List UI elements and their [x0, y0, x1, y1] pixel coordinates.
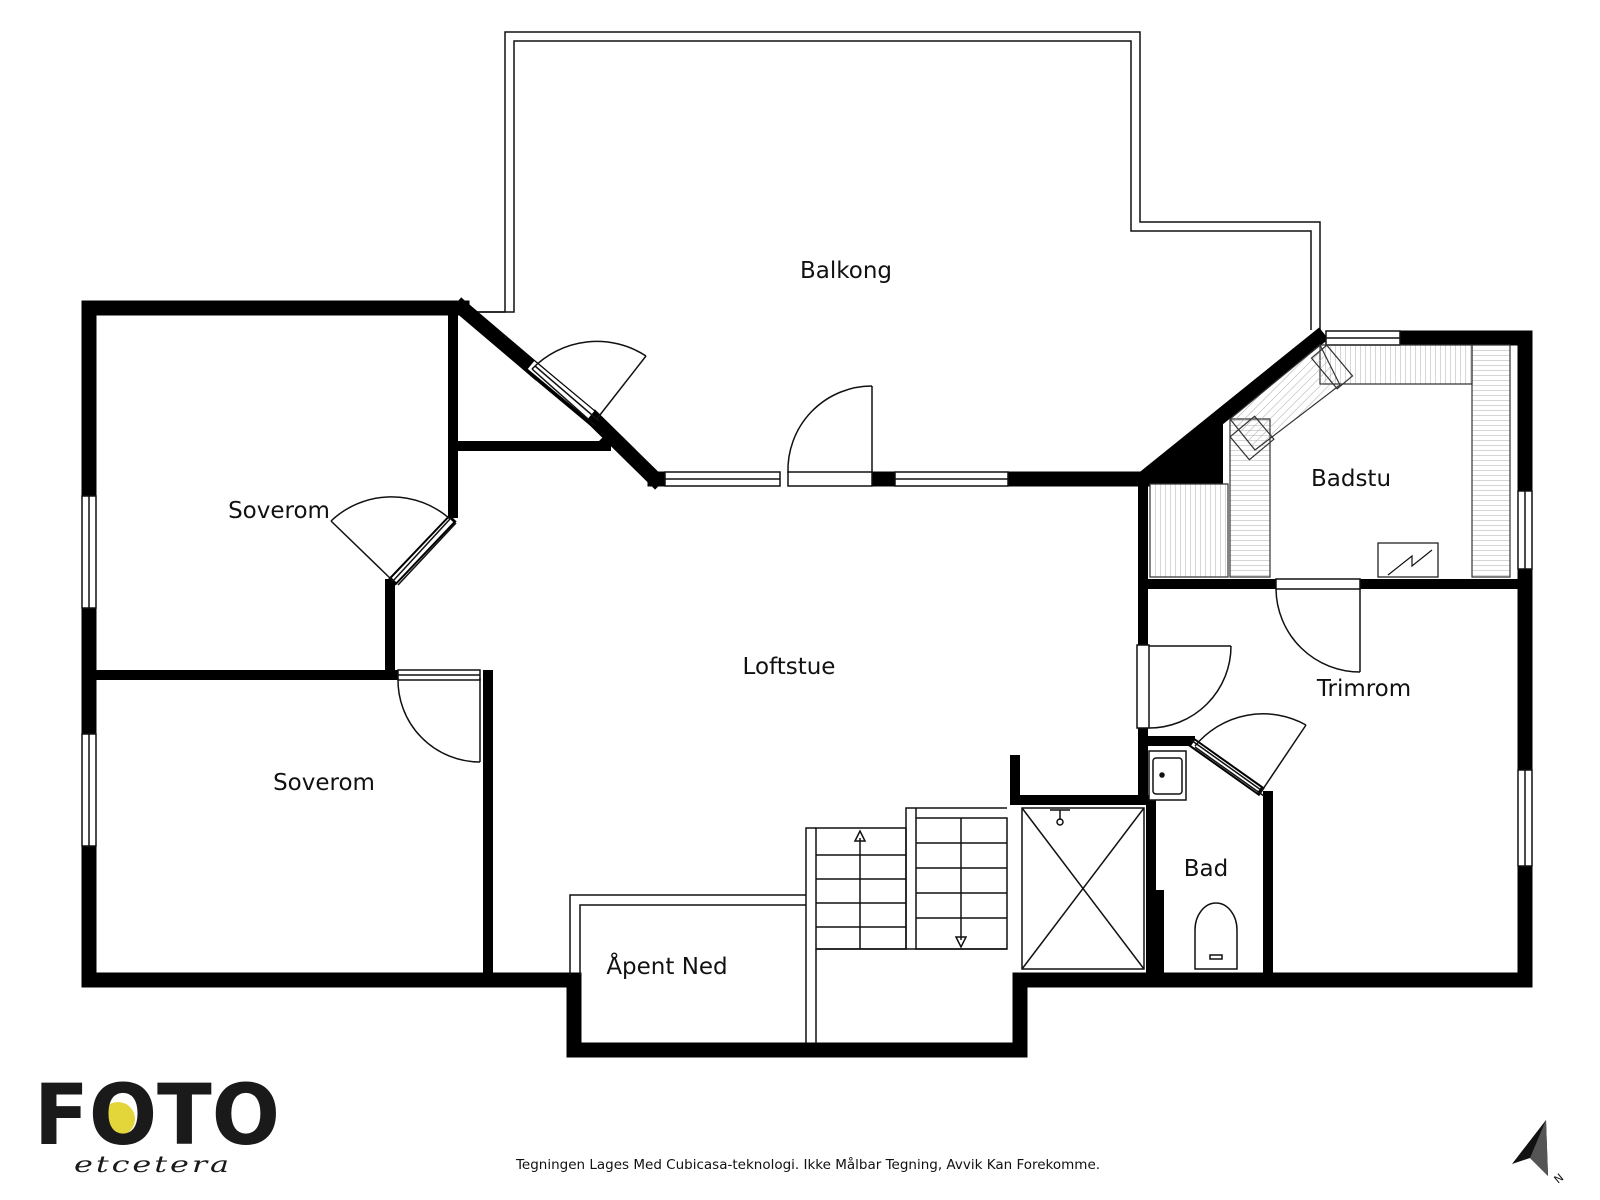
windows	[81, 330, 1533, 867]
balcony-railing	[460, 31, 1321, 330]
room-label-badstu: Badstu	[1311, 466, 1391, 492]
bathroom-fixtures	[1148, 750, 1238, 970]
wall-diagonal-nw-2	[584, 409, 666, 490]
room-label-soverom-upper: Soverom	[228, 498, 330, 524]
room-label-apent-ned: Åpent Ned	[606, 952, 727, 980]
room-label-loftstue: Loftstue	[743, 654, 836, 680]
north-arrow-icon: N	[1512, 1120, 1566, 1186]
logo-script: etcetera	[74, 1153, 232, 1178]
logo-accent-dot	[101, 1102, 135, 1136]
north-label: N	[1552, 1171, 1567, 1186]
logo-word: FOTO	[34, 1066, 280, 1164]
room-label-bad: Bad	[1184, 856, 1228, 882]
doors	[330, 340, 1361, 797]
walls	[81, 297, 1533, 1058]
company-logo: FOTO etcetera	[34, 1066, 280, 1178]
wall-wedge	[1143, 407, 1223, 484]
room-label-soverom-lower: Soverom	[273, 770, 375, 796]
stairs	[569, 807, 1008, 1043]
sauna-benches	[1149, 344, 1511, 578]
wall-bumpout	[566, 972, 1028, 1058]
shower	[1021, 807, 1145, 970]
room-label-trimrom: Trimrom	[1316, 676, 1411, 702]
sauna-heater	[1377, 542, 1439, 578]
footer-disclaimer: Tegningen Lages Med Cubicasa-teknologi. …	[515, 1156, 1100, 1173]
interior-walls	[88, 307, 1530, 980]
wall-diagonal-nw	[451, 297, 546, 381]
toilet	[1194, 902, 1238, 970]
wall-outer-west	[81, 300, 470, 988]
room-label-balkong: Balkong	[800, 258, 892, 284]
